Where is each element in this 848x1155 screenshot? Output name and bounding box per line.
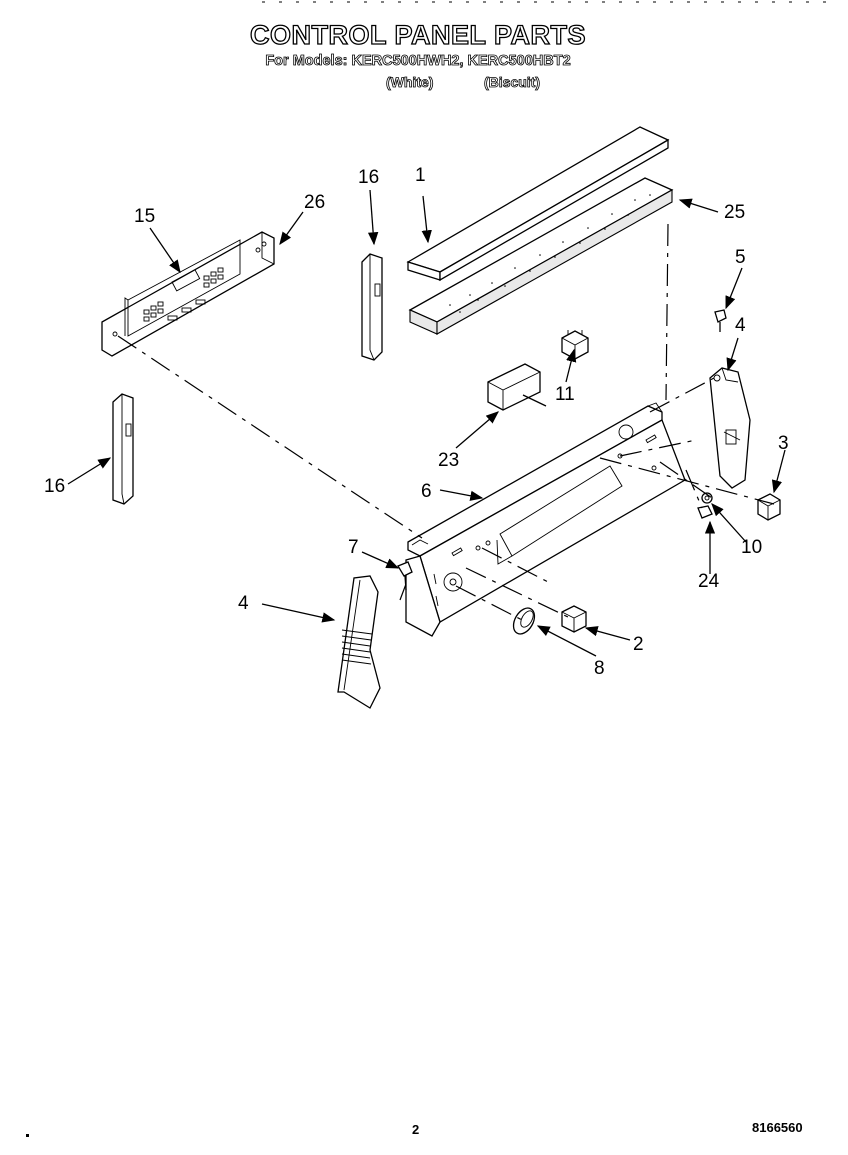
leader-lines xyxy=(67,189,786,657)
part-11-component xyxy=(561,330,589,360)
callout-4-left: 4 xyxy=(238,593,249,614)
part-25-insulation-strip xyxy=(408,177,674,335)
callout-25: 25 xyxy=(724,202,746,223)
callout-16-lower: 16 xyxy=(44,476,66,497)
callout-23: 23 xyxy=(438,450,460,471)
part-2-switch xyxy=(561,605,587,633)
callout-5: 5 xyxy=(735,247,746,268)
callout-7: 7 xyxy=(348,537,359,558)
part-4-end-cap-right xyxy=(709,367,751,489)
callout-10: 10 xyxy=(741,537,763,558)
callout-2: 2 xyxy=(633,634,644,655)
part-6-console xyxy=(405,402,686,637)
part-15-control-overlay xyxy=(101,231,275,357)
callout-24: 24 xyxy=(698,571,720,592)
document-number: 8166560 xyxy=(752,1120,803,1135)
part-7-screw xyxy=(397,561,413,591)
callout-6: 6 xyxy=(421,481,432,502)
part-8-knob xyxy=(512,607,536,635)
part-16-side-trim-lower xyxy=(112,393,134,505)
scan-dot xyxy=(26,1134,29,1137)
part-10-nut xyxy=(701,492,713,504)
page-title: CONTROL PANEL PARTS xyxy=(249,19,587,50)
page-number: 2 xyxy=(412,1122,420,1137)
part-23-bracket xyxy=(487,363,547,411)
callout-8: 8 xyxy=(594,658,605,679)
callout-3: 3 xyxy=(778,433,789,454)
callout-11: 11 xyxy=(555,384,575,405)
models-line: For Models: KERC500HWH2, KERC500HBT2 xyxy=(265,53,571,70)
callout-15: 15 xyxy=(134,206,156,227)
callout-4-right: 4 xyxy=(735,315,746,336)
variant-white-label: (White) xyxy=(386,74,434,91)
variant-biscuit-label: (Biscuit) xyxy=(484,74,541,91)
part-24-screw xyxy=(697,505,713,519)
callout-16-upper: 16 xyxy=(358,167,380,188)
part-5-screw xyxy=(714,309,727,332)
callout-26: 26 xyxy=(304,192,326,213)
part-3-switch xyxy=(757,493,781,521)
part-16-side-trim-upper xyxy=(361,253,383,361)
part-1-trim-strip xyxy=(406,126,670,282)
callout-1: 1 xyxy=(415,165,426,186)
alignment-lines xyxy=(117,223,775,623)
part-4-end-cap-left xyxy=(337,575,381,709)
